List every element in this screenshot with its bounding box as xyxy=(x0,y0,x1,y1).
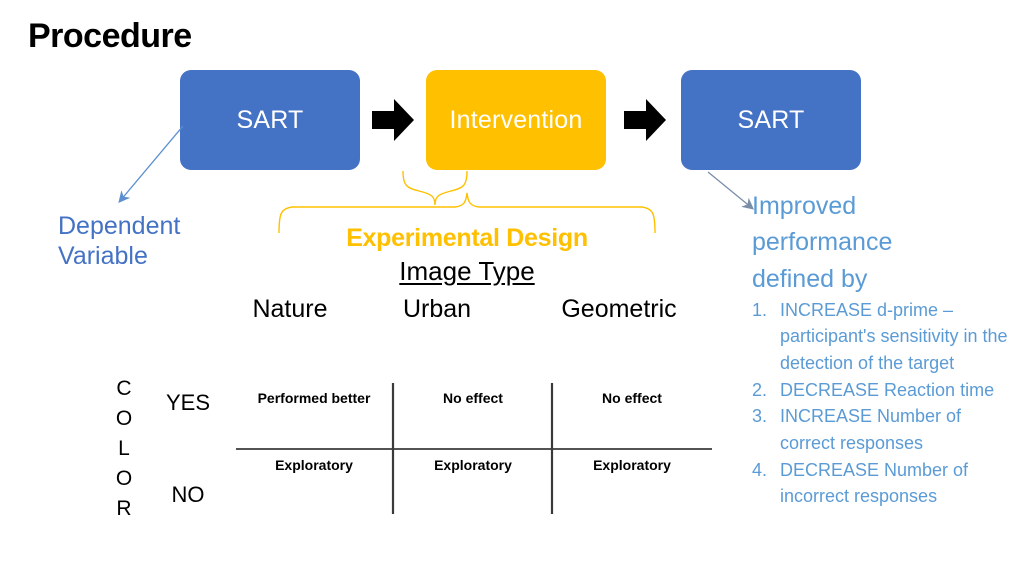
column-header-urban: Urban xyxy=(402,295,472,323)
table-cell: Exploratory xyxy=(240,457,388,475)
brace-stem xyxy=(402,170,468,206)
table-cell-text: No effect xyxy=(443,390,503,406)
color-letter: L xyxy=(118,437,130,460)
table-cell: Exploratory xyxy=(558,457,706,475)
dependent-variable-label: Dependent Variable xyxy=(58,211,248,271)
process-box-intervention[interactable]: Intervention xyxy=(426,70,606,170)
list-item-number: 1. xyxy=(752,299,768,320)
column-header-nature: Nature xyxy=(252,295,328,323)
row-label-yes: YES xyxy=(165,390,211,415)
color-letter: C xyxy=(116,377,132,400)
process-box-label: SART xyxy=(737,105,805,134)
column-header-geometric: Geometric xyxy=(561,295,677,323)
dependent-variable-line1: Dependent xyxy=(58,212,181,240)
improved-performance-list: 1. INCREASE d-prime – participant's sens… xyxy=(752,297,1010,510)
right-block-arrow-icon xyxy=(624,99,666,141)
process-box-label: Intervention xyxy=(449,105,583,134)
improved-performance-pointer-arrow xyxy=(707,171,755,210)
color-letter: R xyxy=(116,497,132,520)
table-cell-text: Exploratory xyxy=(593,457,671,473)
list-item: 4. DECREASE Number of incorrect response… xyxy=(752,457,1010,510)
improved-heading-line1: Improved xyxy=(752,192,857,220)
list-item-text: DECREASE Reaction time xyxy=(780,379,995,400)
list-item-text: INCREASE d-prime – participant's sensiti… xyxy=(780,299,1008,373)
list-item-number: 3. xyxy=(752,406,768,427)
list-item: 1. INCREASE d-prime – participant's sens… xyxy=(752,297,1010,377)
table-cell-text: Performed better xyxy=(257,390,371,406)
list-item-text: INCREASE Number of correct responses xyxy=(780,406,962,453)
list-item: 3. INCREASE Number of correct responses xyxy=(752,403,1010,456)
list-item-number: 4. xyxy=(752,459,768,480)
improved-performance-block: Improved performance defined by 1. INCRE… xyxy=(752,188,1010,510)
table-cell-text: No effect xyxy=(602,390,662,406)
page-title: Procedure xyxy=(28,17,192,55)
process-box-sart-post[interactable]: SART xyxy=(681,70,861,170)
list-item-text: DECREASE Number of incorrect responses xyxy=(780,459,969,507)
process-box-label: SART xyxy=(236,105,304,134)
right-block-arrow-icon xyxy=(372,99,414,141)
table-cell: No effect xyxy=(399,390,547,408)
dependent-variable-line2: Variable xyxy=(58,242,148,270)
row-label-no: NO xyxy=(171,482,205,507)
image-type-subheading: Image Type xyxy=(399,256,535,286)
process-box-sart-pre[interactable]: SART xyxy=(180,70,360,170)
table-cell-text: Exploratory xyxy=(275,457,353,473)
list-item-number: 2. xyxy=(752,379,768,400)
improved-heading-line2: performance xyxy=(752,228,893,257)
table-cell: Exploratory xyxy=(399,457,547,475)
color-letter: O xyxy=(115,407,133,430)
improved-performance-heading: Improved performance defined by xyxy=(752,188,1010,297)
color-axis-label: C O L O R xyxy=(113,374,135,524)
dependent-variable-pointer-arrow xyxy=(118,125,184,203)
table-cell-text: Exploratory xyxy=(434,457,512,473)
table-cell: No effect xyxy=(558,390,706,408)
table-cell: Performed better xyxy=(240,390,388,408)
experimental-design-heading: Experimental Design xyxy=(346,224,588,252)
list-item: 2. DECREASE Reaction time xyxy=(752,377,1010,404)
improved-heading-line3: defined by xyxy=(752,264,868,293)
color-letter: O xyxy=(115,467,133,490)
